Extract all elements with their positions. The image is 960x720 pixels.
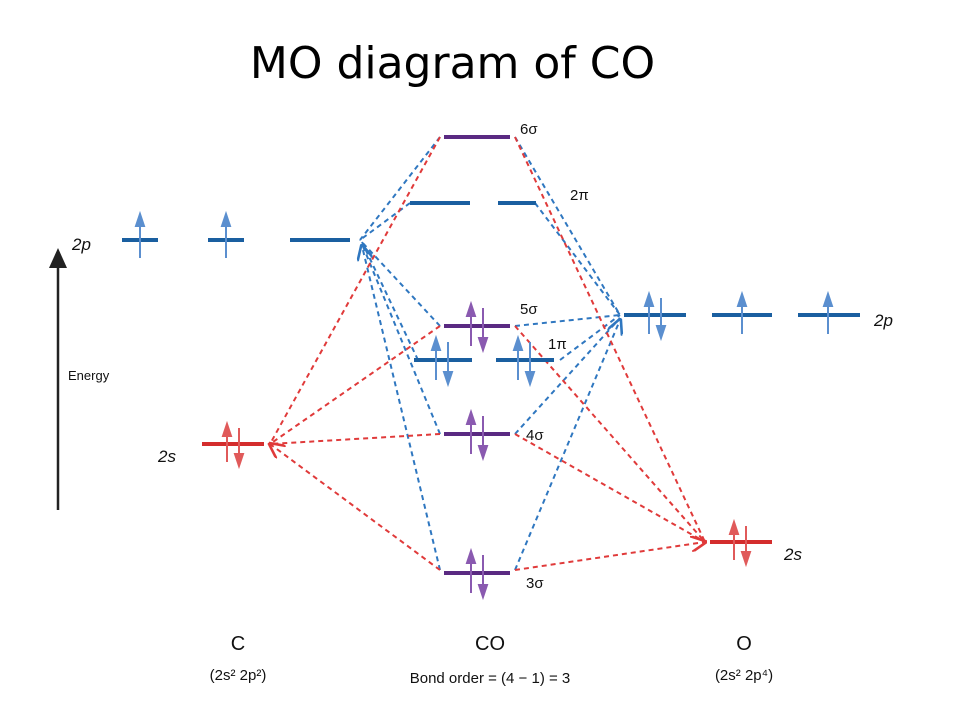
- mo-5sigma: 5σ: [444, 300, 538, 354]
- correlation-lines-blue: [360, 136, 620, 571]
- energy-axis: Energy: [49, 248, 110, 510]
- electron-up-arrow-icon: [134, 210, 146, 258]
- oxygen-2s-label: 2s: [783, 545, 802, 564]
- correlation-lines-red: [270, 136, 705, 571]
- column-labels: C (2s² 2p²) CO Bond order = (4 − 1) = 3 …: [210, 633, 773, 687]
- carbon-2p-orbitals: 2p: [71, 210, 350, 258]
- mo-3sigma: 3σ: [444, 547, 544, 601]
- molecule-symbol: CO: [475, 633, 505, 655]
- bond-order: Bond order = (4 − 1) = 3: [410, 670, 571, 687]
- carbon-config: (2s² 2p²): [210, 667, 267, 684]
- oxygen-2s-orbital: 2s: [710, 518, 802, 568]
- energy-axis-label: Energy: [68, 368, 110, 383]
- electron-up-arrow-icon: [220, 210, 232, 258]
- carbon-2s-orbital: 2s: [157, 420, 264, 470]
- mo-4sigma-label: 4σ: [526, 427, 544, 444]
- oxygen-symbol: O: [736, 633, 752, 655]
- mo-1pi-label: 1π: [548, 336, 567, 353]
- mo-4sigma: 4σ: [444, 408, 544, 462]
- oxygen-config: (2s² 2p⁴): [715, 667, 773, 684]
- mo-5sigma-label: 5σ: [520, 301, 538, 318]
- carbon-2s-label: 2s: [157, 447, 176, 466]
- slide-title: MO diagram of CO: [249, 38, 656, 89]
- mo-3sigma-label: 3σ: [526, 575, 544, 592]
- mo-6sigma: 6σ: [444, 121, 538, 139]
- mo-2pi: 2π: [410, 187, 589, 205]
- mo-2pi-label: 2π: [570, 187, 589, 204]
- oxygen-2p-orbitals: 2p: [624, 290, 893, 342]
- oxygen-2p-label: 2p: [873, 311, 893, 330]
- mo-6sigma-label: 6σ: [520, 121, 538, 138]
- carbon-2p-label: 2p: [71, 235, 91, 254]
- carbon-symbol: C: [231, 633, 245, 655]
- mo-1pi: 1π: [414, 334, 567, 388]
